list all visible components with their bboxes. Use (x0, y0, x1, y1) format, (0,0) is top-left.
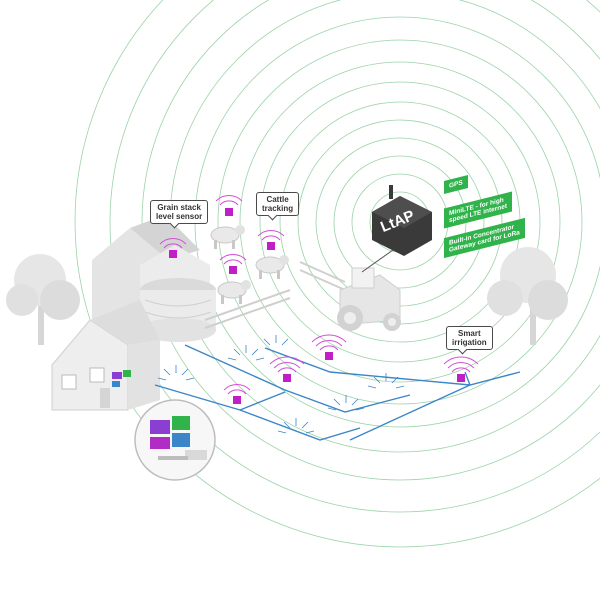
callout-irrigation-line2: irrigation (452, 338, 487, 347)
tractor-icon (337, 267, 401, 331)
control-room-inset (134, 399, 216, 481)
spec-gps-text: GPS (449, 179, 463, 190)
tree-icon (487, 247, 568, 345)
cow-icon (217, 280, 251, 304)
sensor-signals (159, 195, 479, 395)
silo-icon (140, 278, 216, 342)
callout-irrigation-line1: Smart (457, 329, 481, 338)
sensor-icon (169, 208, 465, 404)
house-icon (51, 300, 160, 411)
callout-grain-line2: level sensor (156, 212, 203, 221)
callout-grain-line1: Grain stack (157, 203, 201, 212)
callout-cattle-line2: tracking (262, 204, 294, 213)
sprinkler-icon (157, 335, 405, 434)
fence (204, 261, 346, 329)
router-icon (361, 185, 432, 273)
irrigation-pipes (154, 344, 521, 441)
callout-grain-sensor: Grain stack level sensor (150, 200, 209, 229)
monitor-icon (112, 370, 131, 387)
cow-icon (255, 255, 289, 279)
tree-icon (6, 254, 80, 345)
callout-cattle-tracking: Cattle tracking (256, 192, 300, 221)
callout-cattle-line1: Cattle (266, 195, 289, 204)
callout-smart-irrigation: Smart irrigation (446, 326, 493, 355)
cow-icon (210, 225, 245, 249)
